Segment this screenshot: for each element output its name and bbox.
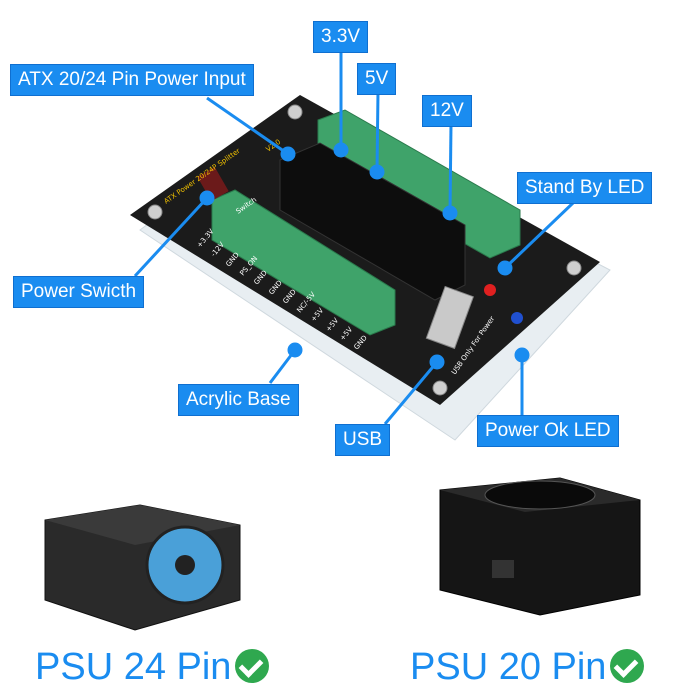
callout-12v: 12V <box>422 95 472 127</box>
callout-standby-led: Stand By LED <box>517 172 653 204</box>
callout-lines <box>133 48 575 425</box>
psu-20pin-label: PSU 20 Pin <box>410 646 607 688</box>
terminal-block-bottom <box>211 189 396 336</box>
callout-power-switch: Power Swicth <box>13 276 145 308</box>
psu-24pin-image <box>44 504 241 631</box>
standby-led <box>484 284 496 296</box>
power-ok-led <box>511 312 523 324</box>
usb-port <box>425 285 474 350</box>
check-icon <box>610 648 645 683</box>
atx-connector <box>279 142 466 301</box>
psu-24pin-label: PSU 24 Pin <box>35 646 232 688</box>
callout-power-ok-led: Power Ok LED <box>477 415 619 447</box>
psu-20pin-image <box>439 477 641 616</box>
psu-24pin-caption: PSU 24 Pin <box>35 645 270 689</box>
power-switch <box>197 166 229 202</box>
callout-5v: 5V <box>357 63 397 95</box>
check-icon <box>235 648 270 683</box>
psu-20pin-caption: PSU 20 Pin <box>410 645 645 689</box>
screws <box>147 104 582 396</box>
callout-acrylic-base: Acrylic Base <box>178 384 299 416</box>
callout-atx-input: ATX 20/24 Pin Power Input <box>10 64 254 96</box>
callout-3-3v: 3.3V <box>313 21 369 53</box>
callout-usb: USB <box>335 424 391 456</box>
